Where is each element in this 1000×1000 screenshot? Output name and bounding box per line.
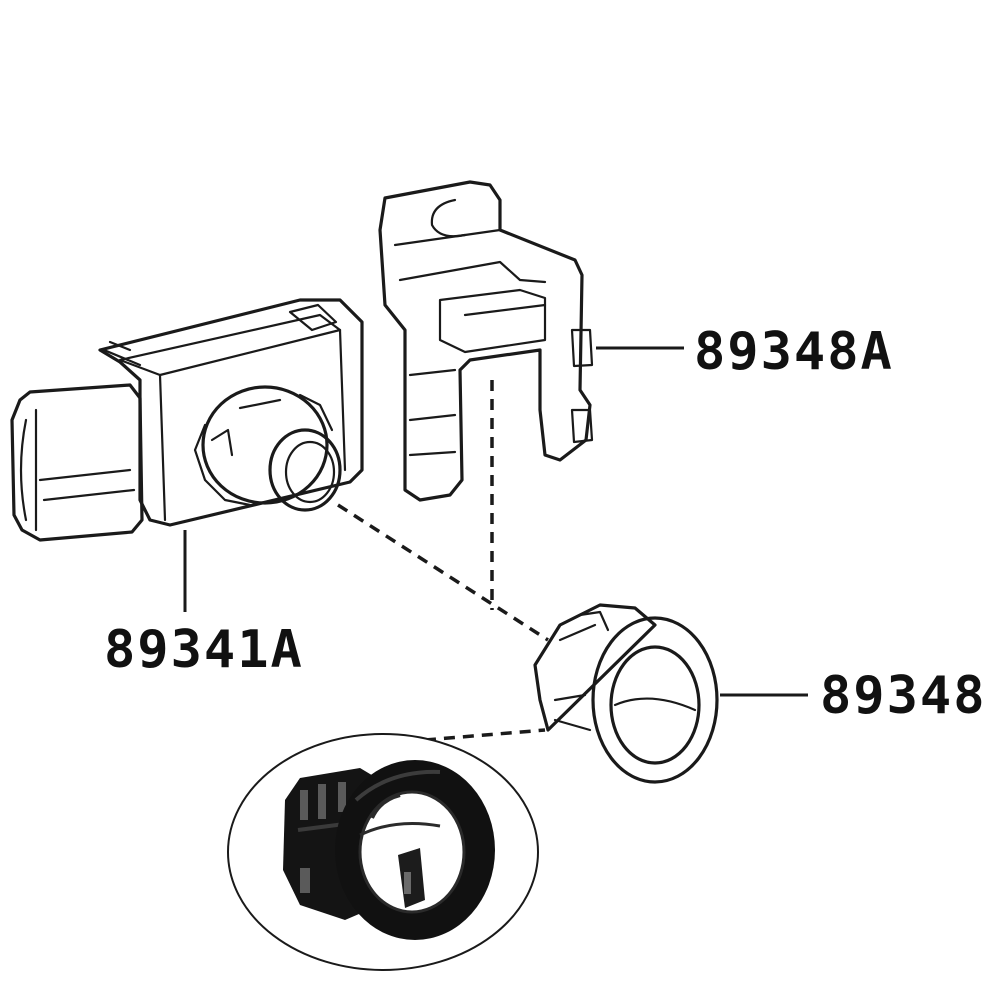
photo-inset [227,733,539,971]
assembly-line-sensor-to-grommet [337,503,549,642]
part-number-grommet: 89348 [820,666,987,726]
sensor-retainer-bracket-icon [378,180,594,502]
part-number-sensor: 89341A [104,620,304,680]
parking-sensor-icon [10,298,364,542]
part-number-retainer: 89348A [694,322,894,382]
assembly-line-grommet-to-photo [424,728,546,742]
black-grommet-photo-icon [283,760,495,940]
sensor-grommet-ring-icon [533,603,719,784]
